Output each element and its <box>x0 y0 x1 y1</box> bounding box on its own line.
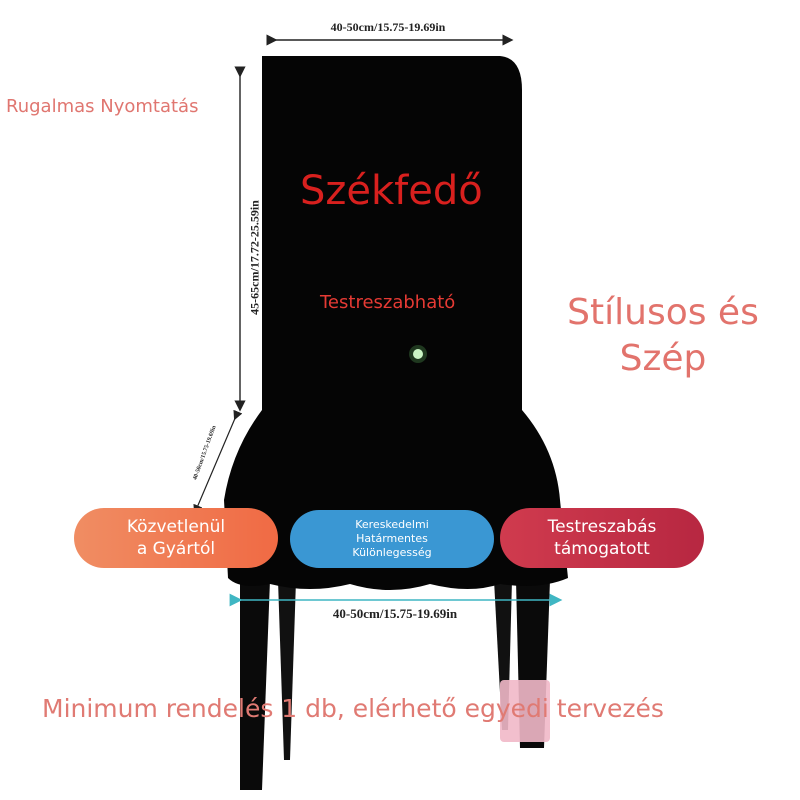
stylish-line-2: Szép <box>619 338 707 379</box>
light-spot <box>413 349 423 359</box>
custom-line-1: Testreszabás <box>547 517 657 537</box>
stylish-label: Stílusos és Szép <box>548 290 778 382</box>
trade-line-1: Kereskedelmi <box>355 518 429 531</box>
customization-badge: Testreszabás támogatott <box>500 508 704 568</box>
chair-leg-left-back <box>278 580 296 760</box>
factory-line-2: a Gyártól <box>136 539 216 559</box>
seat-depth-arrow <box>193 409 243 515</box>
elastic-print-label: Rugalmas Nyomtatás <box>6 96 199 117</box>
factory-direct-badge: Közvetlenül a Gyártól <box>74 508 278 568</box>
trade-line-2: Határmentes <box>356 532 428 545</box>
bottom-width-label: 40-50cm/15.75-19.69in <box>332 606 458 621</box>
customizable-label: Testreszabható <box>320 292 456 313</box>
cross-border-badge: Kereskedelmi Határmentes Különlegesség <box>290 510 494 568</box>
factory-line-1: Közvetlenül <box>126 517 226 537</box>
top-width-label: 40-50cm/15.75-19.69in <box>330 20 446 34</box>
back-height-label: 45-65cm/17.72-25.59in <box>247 200 262 315</box>
product-title: Székfedő <box>300 168 483 214</box>
trade-line-3: Különlegesség <box>352 546 432 559</box>
chair-leg-left-front <box>240 580 270 790</box>
chair-back <box>262 56 522 420</box>
pink-tag <box>500 680 550 742</box>
stylish-line-1: Stílusos és <box>567 292 759 333</box>
custom-line-2: támogatott <box>554 539 650 559</box>
minimum-order-note: Minimum rendelés 1 db, elérhető egyedi t… <box>42 694 664 723</box>
